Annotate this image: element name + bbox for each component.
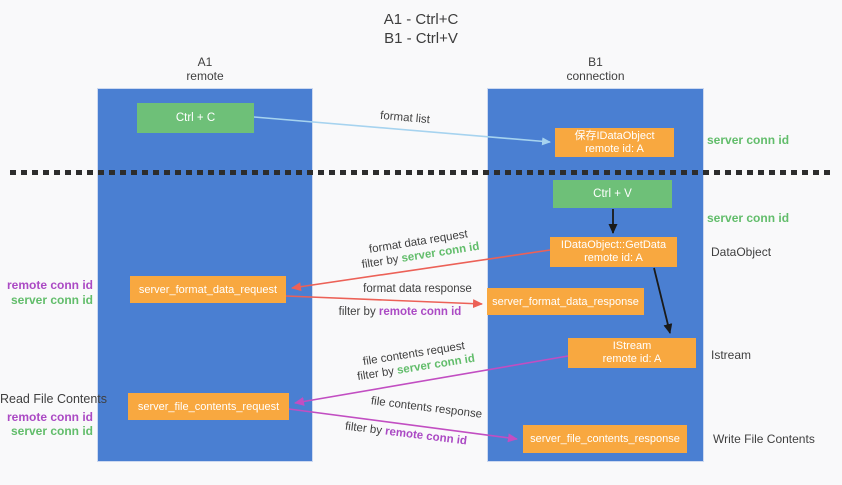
node-server-format-data-response-label: server_format_data_response <box>492 295 639 308</box>
node-save-idataobject: 保存IDataObject remote id: A <box>555 128 674 157</box>
node-istream: IStream remote id: A <box>568 338 696 368</box>
format-data-response-text: format data response <box>363 283 472 295</box>
node-server-format-data-request-label: server_format_data_request <box>138 283 278 296</box>
annotation-server-conn-id-left-bottom: server conn id <box>10 424 93 438</box>
annotation-istream: Istream <box>711 348 752 362</box>
node-server-file-contents-response-label: server_file_contents_response <box>530 433 680 445</box>
filter-by-text: filter by <box>344 420 386 438</box>
edge-label-file-contents-response-line1: file contents response <box>354 392 500 424</box>
file-contents-response-text: file contents response <box>370 395 483 421</box>
lane-b1-subtitle: connection <box>566 69 625 83</box>
node-ctrl-v: Ctrl + V <box>553 180 672 208</box>
annotation-remote-conn-id-top: remote conn id <box>6 278 93 292</box>
annotation-server-conn-id-mid: server conn id <box>707 211 790 225</box>
node-server-file-contents-request-label: server_file_contents_request <box>137 400 280 413</box>
edge-label-format-data-request: format data request filter by server con… <box>351 225 489 274</box>
annotation-server-conn-id-top: server conn id <box>707 133 790 147</box>
format-list-text: format list <box>379 109 431 127</box>
edge-label-format-data-response-line1: format data response <box>340 282 495 296</box>
node-server-format-data-request: server_format_data_request <box>130 276 286 303</box>
node-getdata-line1: IDataObject::GetData <box>560 239 667 251</box>
title-line-2: B1 - Ctrl+V <box>384 30 458 47</box>
remote-conn-id-text: remote conn id <box>378 306 462 318</box>
lane-b1-id: B1 <box>588 55 603 69</box>
node-ctrl-v-label: Ctrl + V <box>593 188 632 200</box>
format-data-response-filter: filter by remote conn id <box>325 305 475 319</box>
edge-label-format-data-response-filter: filter by remote conn id <box>325 305 475 319</box>
copy-paste-separator-line <box>10 170 834 175</box>
lane-header-b1: B1 connection <box>487 55 704 83</box>
edge-label-file-contents-request: file contents request filter by server c… <box>344 336 487 386</box>
lane-a1-id: A1 <box>197 55 213 69</box>
title-line-1: A1 - Ctrl+C <box>383 11 459 28</box>
node-istream-line1: IStream <box>612 340 652 352</box>
annotation-write-file-contents: Write File Contents <box>713 432 815 446</box>
lane-a1-subtitle: remote <box>186 69 224 83</box>
annotation-remote-conn-id-bottom: remote conn id <box>6 410 93 424</box>
file-contents-response-filter: filter by remote conn id <box>330 418 483 450</box>
node-save-idataobject-line1: 保存IDataObject <box>574 129 655 142</box>
node-getdata-line2: remote id: A <box>584 252 643 264</box>
node-server-format-data-response: server_format_data_response <box>487 288 644 315</box>
remote-conn-id-text: remote conn id <box>384 425 468 448</box>
annotation-server-conn-id-left-top: server conn id <box>10 293 93 307</box>
edge-format-data-response <box>285 295 483 309</box>
annotation-read-file-contents: Read File Contents <box>0 392 108 406</box>
lane-header-a1: A1 remote <box>97 55 313 83</box>
node-save-idataobject-line2: remote id: A <box>585 142 644 155</box>
node-istream-line2: remote id: A <box>602 353 662 365</box>
node-server-file-contents-request: server_file_contents_request <box>128 393 289 420</box>
edge-label-format-list: format list <box>364 107 447 128</box>
diagram-title: A1 - Ctrl+C B1 - Ctrl+V <box>0 10 842 48</box>
annotation-dataobject: DataObject <box>711 245 772 259</box>
node-ctrl-c: Ctrl + C <box>137 103 254 133</box>
filter-by-text: filter by <box>338 306 379 318</box>
node-ctrl-c-label: Ctrl + C <box>175 112 216 124</box>
node-server-file-contents-response: server_file_contents_response <box>523 425 687 453</box>
edge-label-file-contents-response-filter: filter by remote conn id <box>330 418 483 450</box>
node-idataobject-getdata: IDataObject::GetData remote id: A <box>550 237 677 267</box>
